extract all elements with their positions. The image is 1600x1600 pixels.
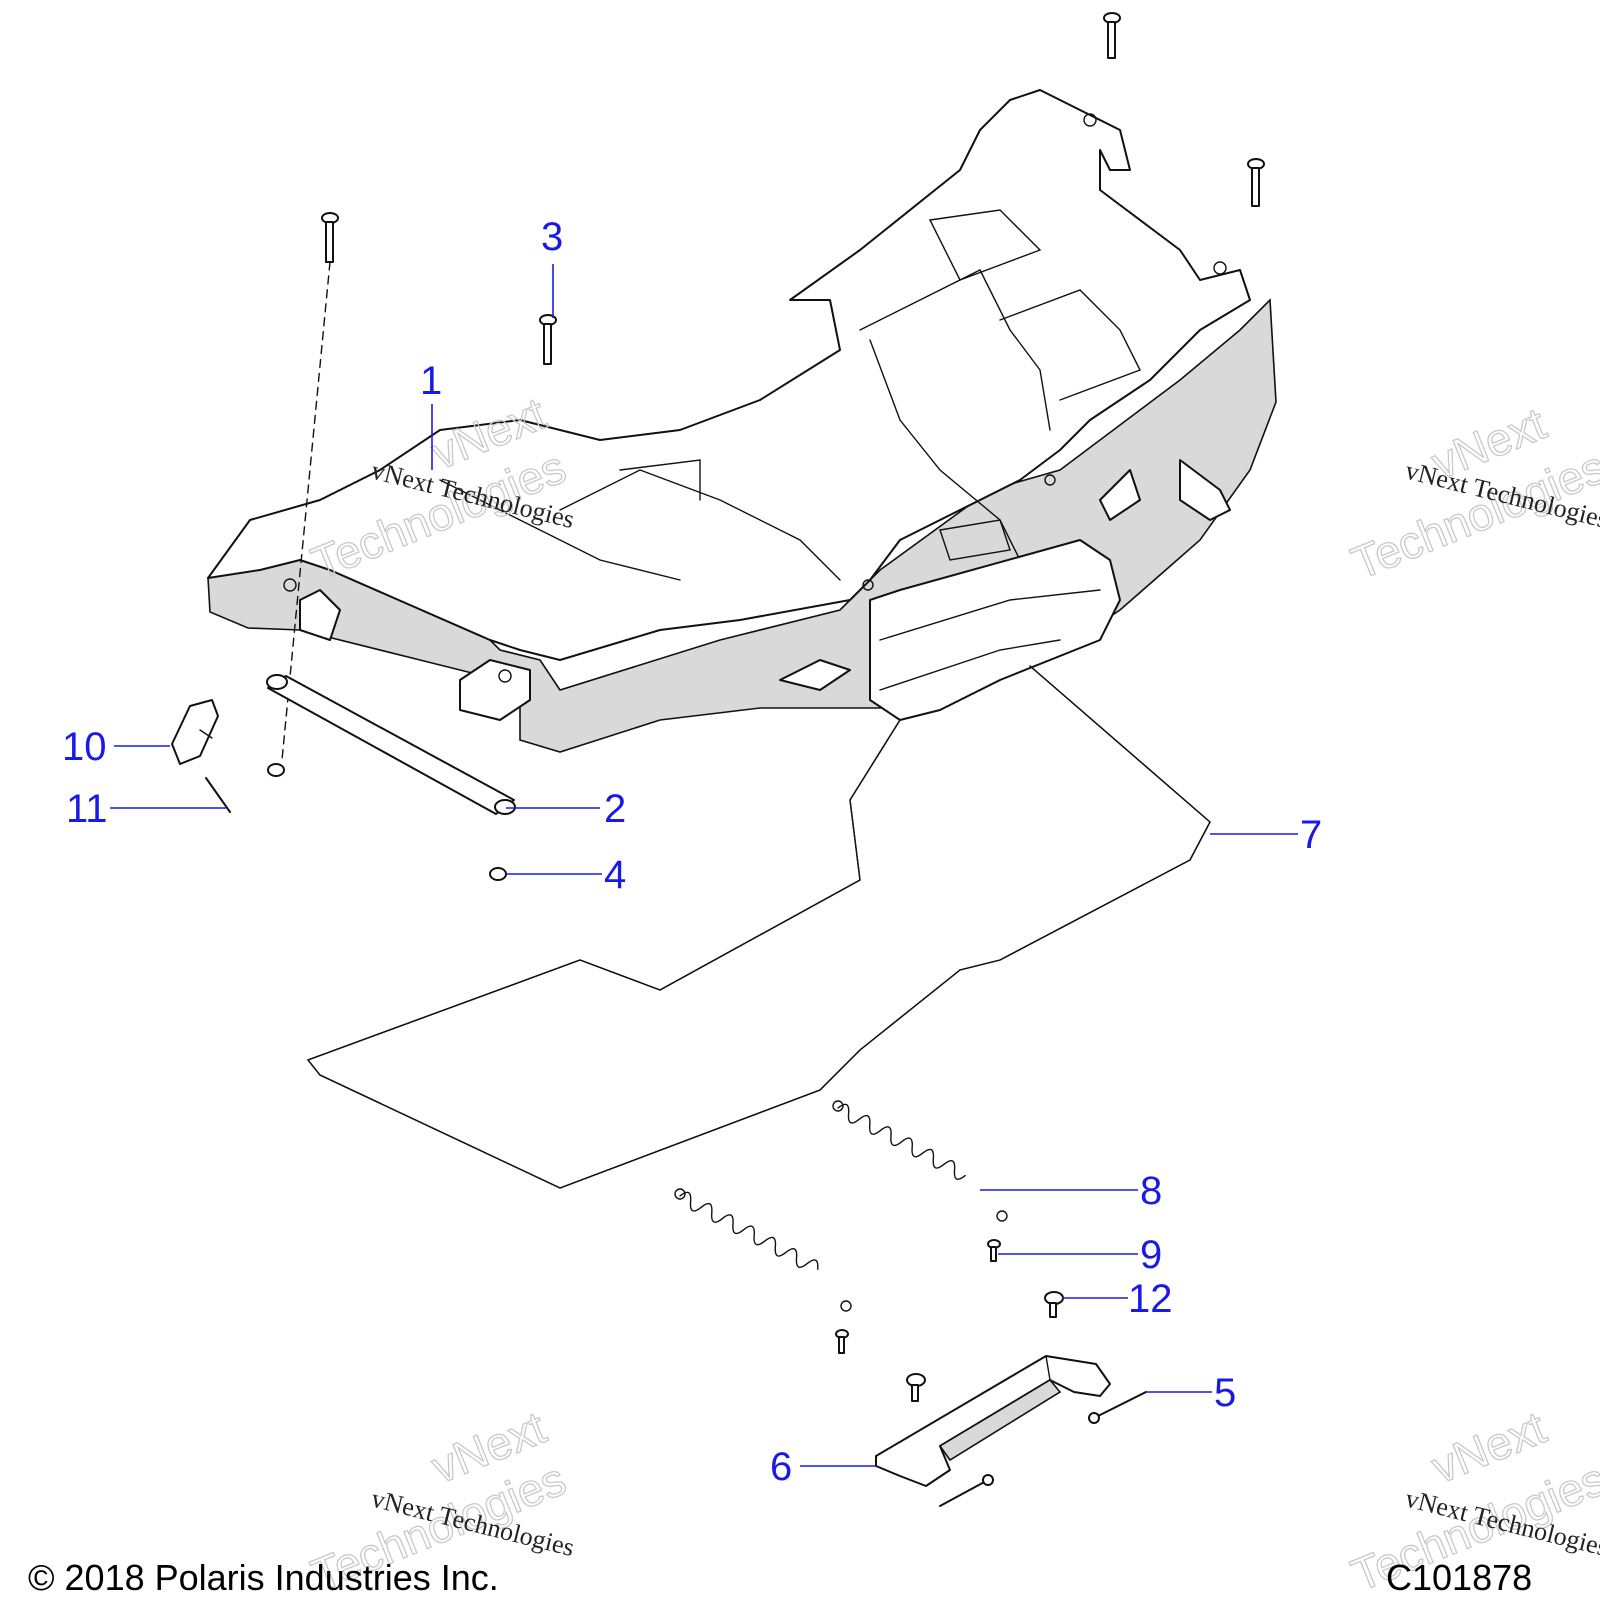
cable-7	[306, 665, 1211, 1189]
callout-label: 4	[604, 853, 626, 897]
callout-label: 9	[1140, 1233, 1162, 1277]
screw-top	[1103, 12, 1121, 59]
callout-1: 1	[420, 359, 442, 470]
callout-label: 6	[770, 1445, 792, 1489]
bolt-9	[987, 1239, 1001, 1262]
spring-8	[832, 1100, 1008, 1222]
screw-left-long	[281, 212, 339, 761]
callout-4: 4	[506, 853, 626, 897]
callout-label: 12	[1128, 1277, 1173, 1321]
callout-2: 2	[506, 787, 626, 831]
nut-4	[489, 867, 507, 881]
nut-left	[267, 763, 285, 777]
spring-lower	[674, 1188, 852, 1312]
callout-8: 8	[980, 1169, 1162, 1213]
screw-3	[539, 314, 557, 365]
bolt-spring-lower	[835, 1329, 849, 1354]
callout-label: 5	[1214, 1371, 1236, 1415]
bolt-12	[1044, 1291, 1064, 1318]
rack-assembly	[207, 89, 1277, 753]
bracket-6	[875, 1355, 1111, 1487]
callout-3: 3	[541, 215, 563, 318]
callout-7: 7	[1210, 813, 1322, 857]
latch-10	[171, 699, 219, 765]
callout-label: 8	[1140, 1169, 1162, 1213]
tube-2	[266, 674, 516, 815]
bolt-bracket	[906, 1373, 926, 1402]
callout-label: 11	[66, 787, 108, 831]
pin-5	[1088, 1391, 1147, 1424]
callout-10: 10	[62, 725, 170, 769]
watermark-right: vNext Technologies vNext Technologies	[1344, 396, 1600, 590]
callout-label: 10	[62, 725, 107, 769]
callout-label: 2	[604, 787, 626, 831]
callout-label: 3	[541, 215, 563, 259]
copyright-text: © 2018 Polaris Industries Inc.	[28, 1557, 499, 1598]
callout-5: 5	[1146, 1371, 1236, 1415]
pin-11	[205, 777, 231, 813]
callout-11: 11	[66, 787, 226, 831]
screw-right	[1247, 158, 1265, 207]
callout-label: 7	[1300, 813, 1322, 857]
callout-6: 6	[770, 1445, 876, 1489]
figure-id: C101878	[1386, 1557, 1532, 1598]
callout-12: 12	[1062, 1277, 1173, 1321]
callout-9: 9	[998, 1233, 1162, 1277]
pin-lower	[939, 1474, 994, 1507]
callout-label: 1	[420, 359, 442, 403]
